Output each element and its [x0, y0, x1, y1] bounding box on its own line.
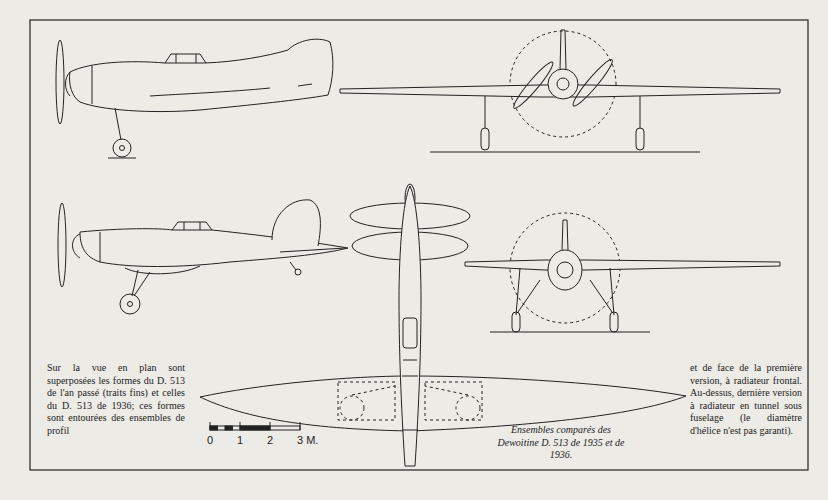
- note-text: Sur la vue en plan sont superposées les …: [47, 362, 185, 438]
- plan-view: [200, 184, 686, 466]
- scale-bar: [210, 422, 300, 430]
- scale-number: 2: [267, 434, 273, 446]
- note-text: et de face de la première version, à rad…: [690, 362, 802, 438]
- front-view-1935: [340, 30, 780, 152]
- frame: [30, 20, 808, 470]
- scale-number: 3 M.: [297, 434, 318, 446]
- front-view-1936: [465, 213, 780, 332]
- side-view-1935: [56, 39, 333, 158]
- scale-number: 1: [237, 434, 243, 446]
- figure-caption: Ensembles comparés des Dewoitine D. 513 …: [492, 424, 630, 462]
- side-view-1936: [58, 200, 348, 314]
- scale-number: 0: [207, 434, 213, 446]
